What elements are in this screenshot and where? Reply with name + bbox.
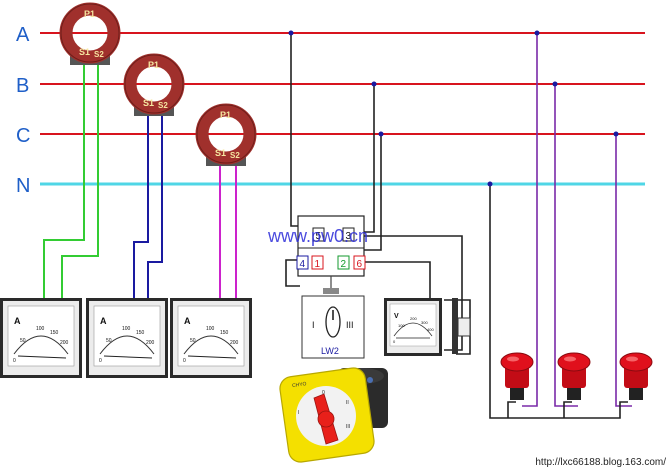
meter-tick-0: 0 <box>99 358 102 364</box>
meter-tick-150: 150 <box>50 330 59 336</box>
terminal-1 <box>311 255 324 270</box>
ammeter-1: A 0 50 100 150 200 <box>0 298 82 378</box>
ct-ring <box>59 2 121 64</box>
meter-tick-200: 200 <box>146 340 155 346</box>
voltmeter: V 0 100 200 300 400 <box>384 298 442 356</box>
watermark: www.pw0.cn <box>267 226 368 246</box>
terminal-2-label: 2 <box>341 259 347 270</box>
junction-c-lamp <box>613 131 619 137</box>
meter-tick-150: 150 <box>136 330 145 336</box>
terminal-4-label: 4 <box>300 259 306 270</box>
selector-position-right: III <box>346 320 354 330</box>
terminal-4 <box>296 255 309 270</box>
voltmeter-tick-100: 100 <box>398 323 405 328</box>
voltmeter-tick-0: 0 <box>393 339 396 344</box>
ct1-wires <box>43 60 99 300</box>
rotary-switch-photo: CHYO 0 I II III <box>279 367 388 463</box>
meter-tick-0: 0 <box>183 358 186 364</box>
meter-tick-50: 50 <box>106 338 112 344</box>
switch-pos-0: 0 <box>322 390 325 396</box>
current-transformer-a: P1 S1 S2 <box>59 2 121 65</box>
meter-tick-150: 150 <box>220 330 229 336</box>
terminal-5 <box>312 227 325 242</box>
meter-unit: A <box>14 316 21 326</box>
ct-ring <box>195 103 257 165</box>
selector-terminal-block: 5 3 4 1 2 6 www.pw0.cn <box>267 215 368 294</box>
ct-s1-label: S1 <box>79 47 90 57</box>
ct-p1-label: P1 <box>148 60 159 70</box>
selector-position-left: I <box>312 320 315 330</box>
switch-pos-1: I <box>298 410 299 416</box>
ct-s2-label: S2 <box>230 151 240 160</box>
terminal-6-label: 6 <box>357 259 363 270</box>
terminal-5-label: 5 <box>316 231 322 242</box>
meter-needle <box>187 355 237 359</box>
meter-needle <box>17 355 67 359</box>
meter-tick-100: 100 <box>122 326 131 332</box>
phase-label-c: C <box>16 125 30 147</box>
current-transformer-c: P1 S1 S2 <box>195 103 257 166</box>
ammeter-2: A 0 50 100 150 200 <box>86 298 168 378</box>
meter-tick-200: 200 <box>230 340 239 346</box>
ct-p1-label: P1 <box>220 110 231 120</box>
meter-scale-arc <box>393 322 433 337</box>
ct3-wires <box>219 162 237 300</box>
ammeter-3: A 0 50 100 150 200 <box>170 298 252 378</box>
meter-tick-100: 100 <box>206 326 215 332</box>
junction-c-control <box>378 131 384 137</box>
terminal-1-label: 1 <box>315 259 321 270</box>
ct-ring <box>123 53 185 115</box>
phase-labels: A B C N <box>16 24 30 197</box>
switch-pos-3: III <box>346 424 350 430</box>
terminal-2 <box>337 255 350 270</box>
selector-name: LW2 <box>321 346 339 356</box>
ct-s1-label: S1 <box>143 98 154 108</box>
phase-label-n: N <box>16 175 30 197</box>
voltmeter-unit: V <box>394 313 399 320</box>
terminal-3-label: 3 <box>346 231 352 242</box>
selector-knob-outline <box>325 306 341 338</box>
meter-tick-50: 50 <box>20 338 26 344</box>
junction-b-lamp <box>552 81 558 87</box>
lw2-selector-switch: I III LW2 <box>301 295 365 359</box>
meter-tick-100: 100 <box>36 326 45 332</box>
switch-brand: CHYO <box>292 381 307 389</box>
bus-lines <box>40 32 645 186</box>
phase-label-a: A <box>16 24 30 46</box>
switch-pos-2: II <box>346 400 349 406</box>
phase-label-b: B <box>16 75 29 97</box>
meter-tick-200: 200 <box>60 340 69 346</box>
meter-tick-0: 0 <box>13 358 16 364</box>
ct-s2-label: S2 <box>158 101 168 110</box>
meter-unit: A <box>184 316 191 326</box>
meter-needle <box>103 355 153 359</box>
meter-scale-arc <box>183 335 239 355</box>
terminal-6 <box>353 255 366 270</box>
voltmeter-tick-200: 200 <box>410 316 417 321</box>
footer-url: http://lxc66188.blog.163.com/ <box>535 457 666 468</box>
voltmeter-tick-400: 400 <box>427 327 434 332</box>
current-transformer-b: P1 S1 S2 <box>123 53 185 116</box>
meter-scale-arc <box>13 335 69 355</box>
terminal-3 <box>342 227 355 242</box>
junction-a-lamp <box>534 30 540 36</box>
meter-tick-50: 50 <box>190 338 196 344</box>
junction-b-control <box>371 81 377 87</box>
lamp-wires <box>489 33 632 419</box>
ct-s2-label: S2 <box>94 50 104 59</box>
junction-a-control <box>288 30 294 36</box>
ct2-wires <box>133 112 163 300</box>
meter-scale-arc <box>99 335 155 355</box>
voltmeter-side-view <box>452 298 471 354</box>
ct-s1-label: S1 <box>215 148 226 158</box>
ct-p1-label: P1 <box>84 9 95 19</box>
indicator-lamp-2 <box>557 352 591 400</box>
junction-n-lamp <box>487 181 493 187</box>
meter-unit: A <box>100 316 107 326</box>
voltmeter-tick-300: 300 <box>421 320 428 325</box>
indicator-lamp-3 <box>619 352 653 400</box>
indicator-lamp-1 <box>500 352 534 400</box>
